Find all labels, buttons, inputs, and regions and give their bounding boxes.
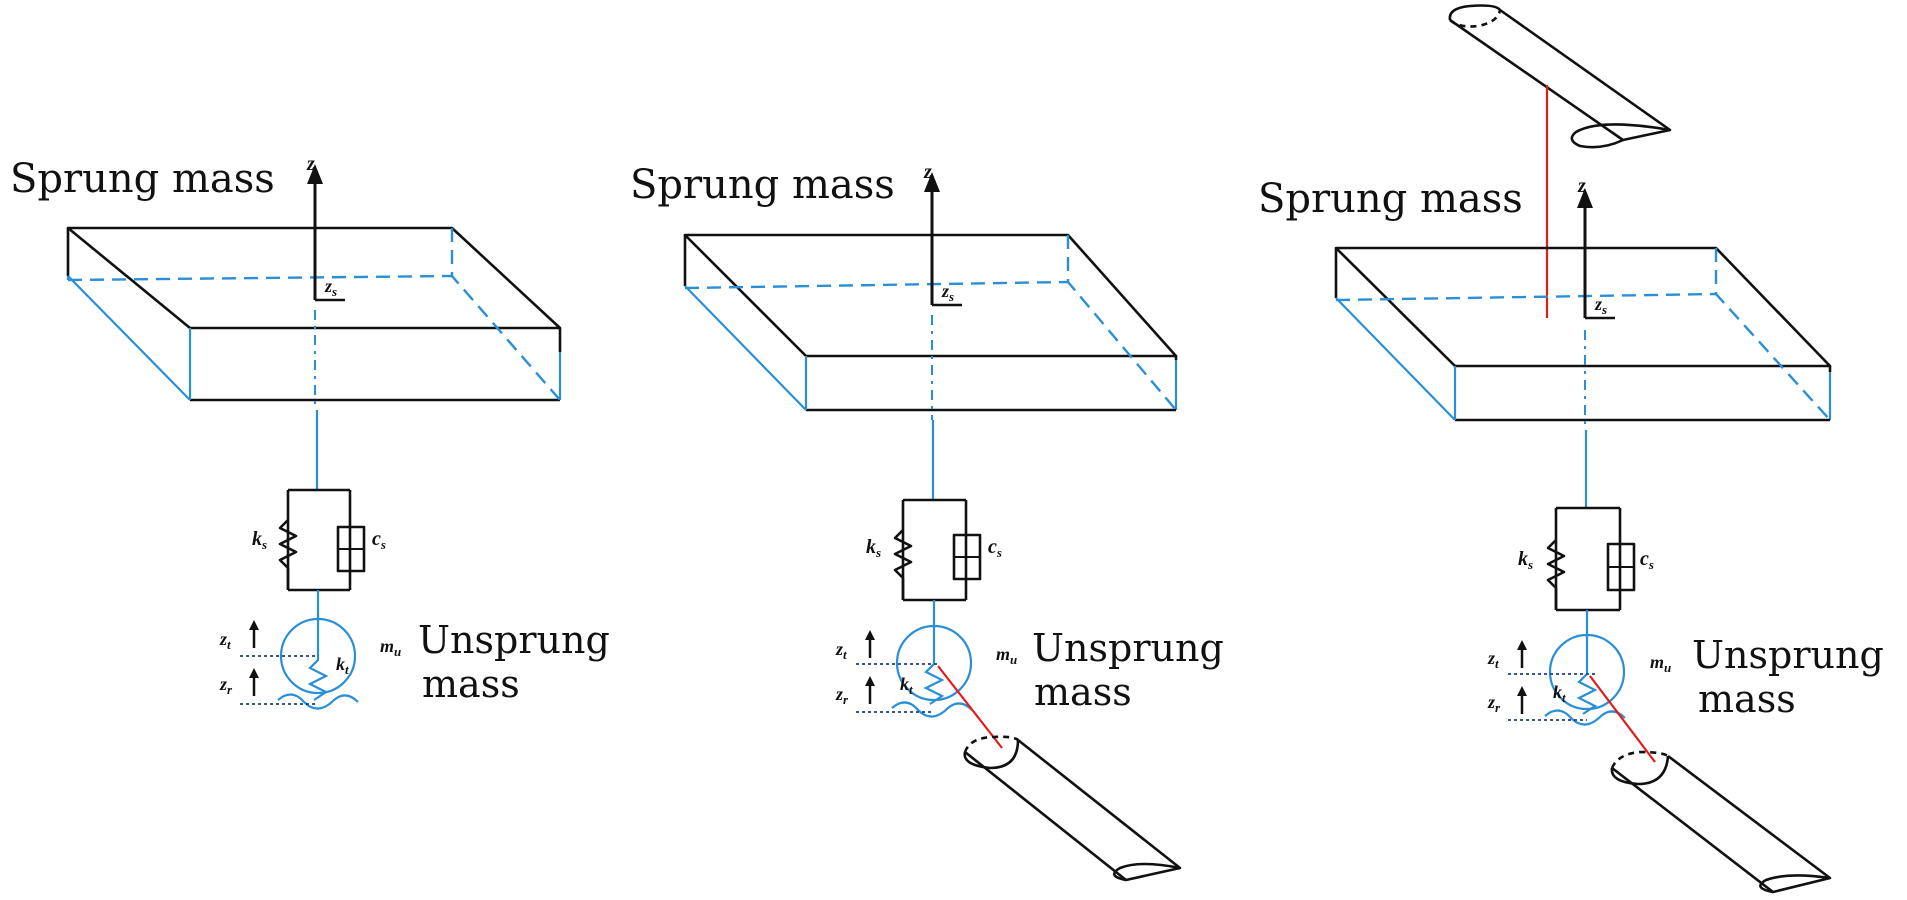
ks-label: ks [866, 536, 881, 560]
sprung-mass-plate [66, 226, 562, 402]
unsprung-wheel: mu kt [277, 615, 401, 710]
cs-label: cs [372, 528, 386, 552]
unsprung-mass-label-line1: Unsprung [1692, 633, 1884, 677]
displacement-markers: zt zr [1487, 640, 1595, 721]
zs-label: zs [324, 276, 337, 299]
zs-label: zs [1594, 294, 1607, 317]
tool-top [1448, 4, 1672, 149]
tool-bottom [963, 735, 1182, 882]
unsprung-wheel: mu kt [1544, 633, 1671, 726]
cs-label: cs [988, 536, 1002, 560]
unsprung-wheel: mu kt [891, 624, 1017, 718]
zr-label: zr [1487, 692, 1501, 715]
tool-contact-line [937, 665, 1003, 749]
z-axis-label: z [1577, 175, 1586, 197]
ks-label: ks [252, 528, 267, 552]
mu-label: mu [380, 636, 401, 659]
kt-label: kt [336, 654, 349, 677]
unsprung-mass-label-line1: Unsprung [1032, 626, 1224, 670]
z-axis-label: z [306, 153, 315, 175]
displacement-markers: zt zr [835, 630, 940, 713]
zs-label: zs [941, 281, 954, 304]
sprung-mass-plate [683, 233, 1178, 412]
zr-label: zr [835, 684, 849, 707]
unsprung-mass-label-line2: mass [422, 662, 520, 706]
sprung-mass-label: Sprung mass [630, 162, 895, 208]
zt-label: zt [219, 629, 231, 652]
mu-label: mu [996, 644, 1017, 667]
sprung-mass-label: Sprung mass [10, 156, 275, 202]
unsprung-mass-label-line2: mass [1034, 670, 1132, 714]
zt-label: zt [835, 639, 847, 662]
cs-label: cs [1640, 548, 1654, 572]
unsprung-mass-label-line1: Unsprung [418, 618, 610, 662]
unsprung-mass-label-line2: mass [1698, 677, 1796, 721]
tool-contact-line [1589, 675, 1656, 763]
tool-bottom [1610, 750, 1832, 894]
z-axis-label: z [923, 161, 932, 183]
suspension: ks cs [252, 488, 386, 592]
panel-3: Sprung mass z zs ks cs [1258, 4, 1884, 894]
suspension: ks cs [1518, 506, 1654, 612]
kt-label: kt [1553, 682, 1566, 705]
mu-label: mu [1650, 652, 1671, 675]
sprung-mass-label: Sprung mass [1258, 176, 1523, 222]
kt-label: kt [900, 674, 913, 697]
sprung-mass-plate [1334, 246, 1832, 422]
z-axis-arrow: z zs [923, 161, 962, 307]
z-axis-arrow: z zs [306, 153, 345, 302]
panel-2: Sprung mass z zs ks cs [630, 161, 1224, 882]
ks-label: ks [1518, 548, 1533, 572]
z-axis-arrow: z zs [1577, 175, 1615, 320]
panel-1: Sprung mass z zs ks [10, 153, 610, 710]
zt-label: zt [1487, 648, 1499, 671]
displacement-markers: zt zr [219, 620, 318, 705]
suspension: ks cs [866, 498, 1002, 602]
zr-label: zr [219, 674, 233, 697]
